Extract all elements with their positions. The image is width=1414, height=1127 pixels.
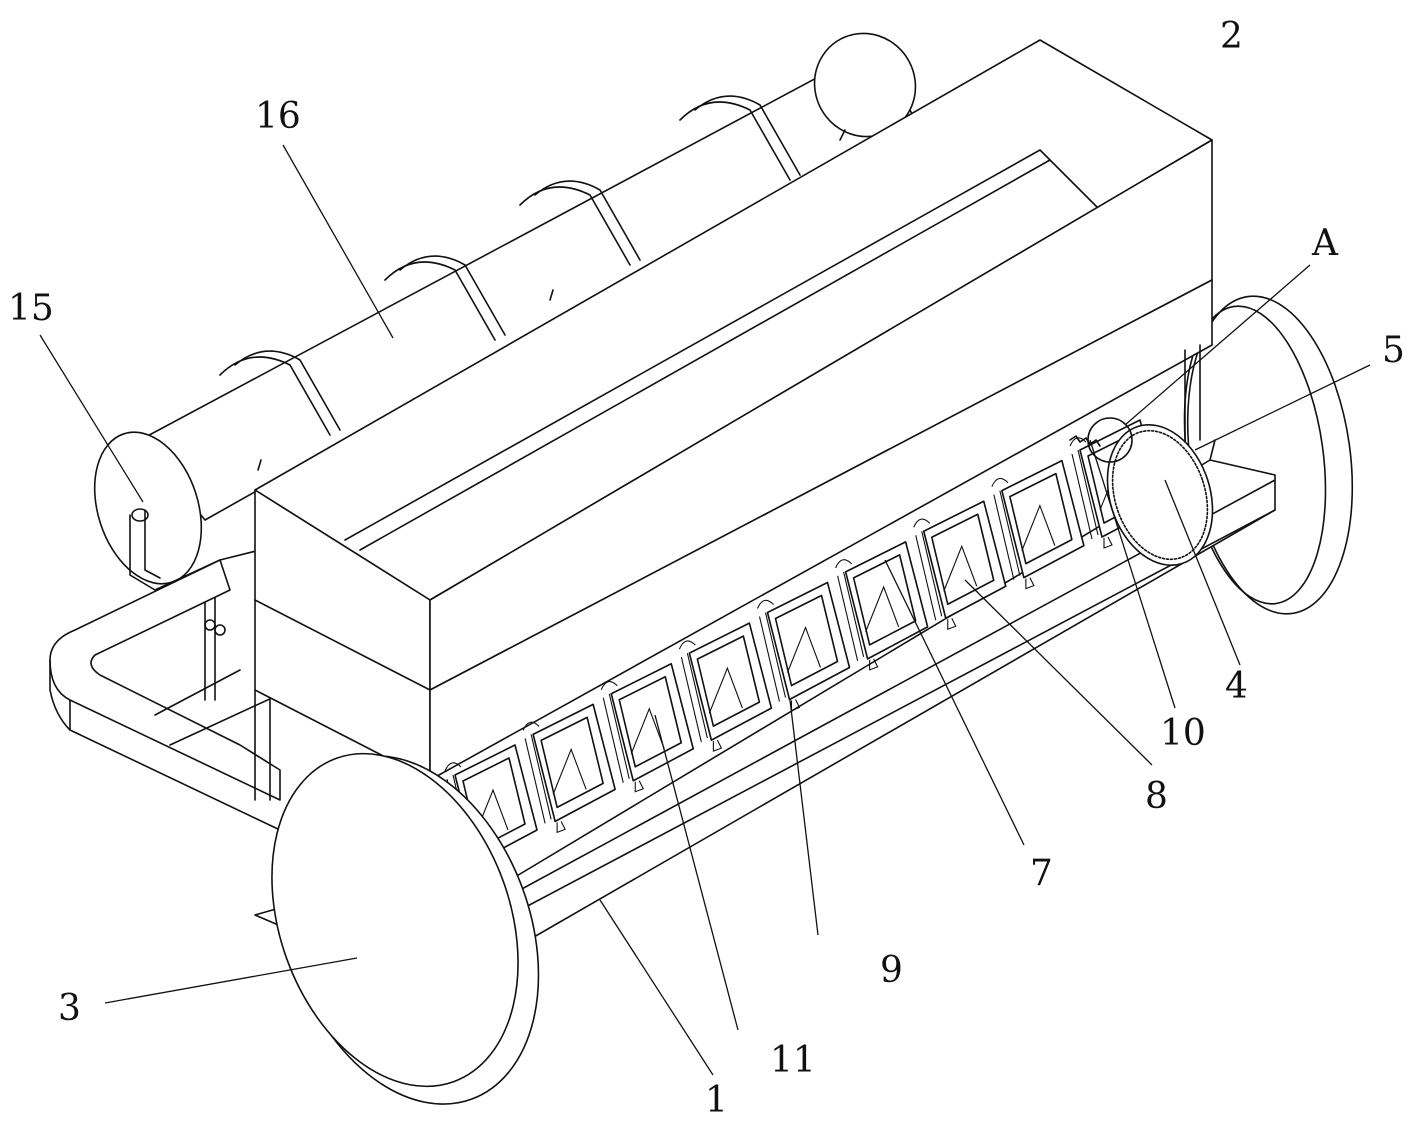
- seed-unit: [678, 622, 773, 752]
- label-3: 3: [58, 988, 81, 1029]
- seed-unit: [991, 459, 1085, 590]
- label-16: 16: [255, 96, 301, 137]
- hopper-2: [254, 39, 1213, 801]
- label-10: 10: [1160, 713, 1206, 754]
- label-15: 15: [8, 288, 54, 329]
- bracket-15: [129, 508, 261, 701]
- pinion-10: [1069, 435, 1101, 447]
- label-9: 9: [880, 950, 903, 991]
- callout-labels: 16 15 2 A 5 4 10 8 7 9 11 1 3: [8, 16, 1405, 1121]
- seed-unit: [835, 541, 929, 671]
- label-1: 1: [705, 1080, 728, 1121]
- label-8: 8: [1145, 776, 1168, 817]
- gear-4: [1069, 417, 1214, 566]
- label-7: 7: [1030, 853, 1053, 894]
- front-left-wheel-3: [254, 752, 540, 1105]
- leader-lines: [39, 144, 1371, 1076]
- label-11: 11: [770, 1040, 816, 1081]
- label-4: 4: [1225, 666, 1248, 707]
- label-2: 2: [1220, 16, 1243, 57]
- label-5: 5: [1382, 330, 1405, 371]
- pipe-16: [93, 32, 917, 585]
- label-A: A: [1311, 223, 1339, 264]
- seed-unit: [600, 662, 695, 793]
- seed-unit: [522, 703, 616, 834]
- seed-unit: [756, 581, 851, 712]
- seed-unit: [913, 500, 1007, 631]
